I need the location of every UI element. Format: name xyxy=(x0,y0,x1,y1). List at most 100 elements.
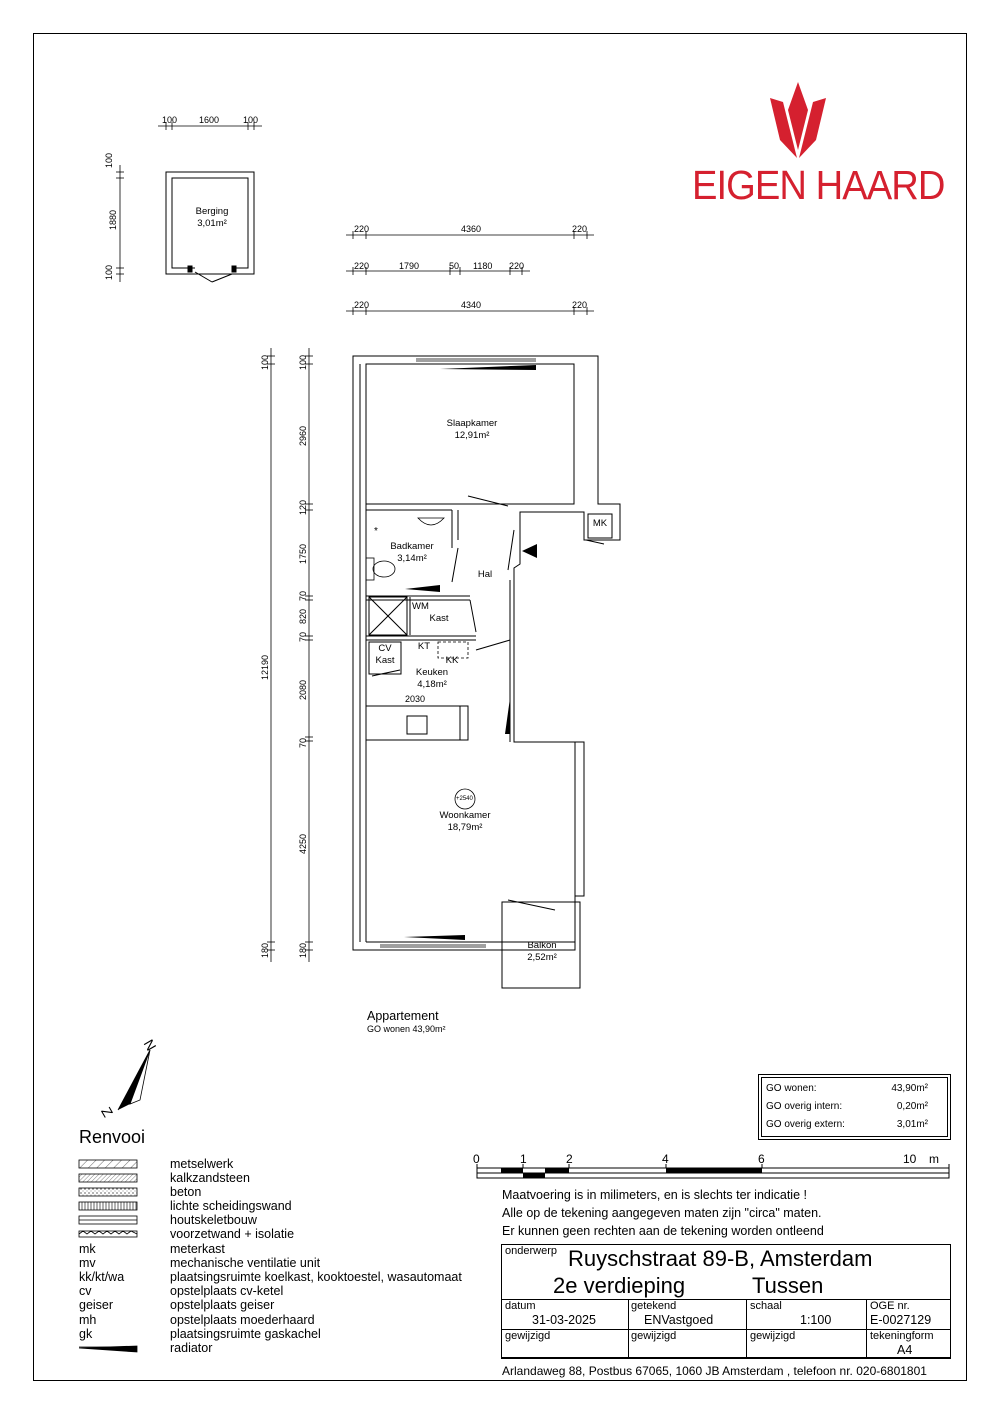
scale-label: 10 xyxy=(903,1152,917,1166)
room-label-kast: Kast xyxy=(429,613,449,624)
oge-label: OGE nr. xyxy=(870,1300,910,1312)
dim-label: 1750 xyxy=(298,543,308,564)
berging-dimension-lines xyxy=(116,122,262,282)
top-dimension-lines xyxy=(346,231,594,315)
kk-placeholder xyxy=(437,641,469,659)
dim-label: 100 xyxy=(162,115,178,125)
dim-label: 100 xyxy=(104,264,114,280)
legend-item: voorzetwand + isolatie xyxy=(170,1227,295,1241)
scale-label: 1 xyxy=(520,1152,527,1166)
dim-label: 2080 xyxy=(298,679,308,700)
dim-label: 220 xyxy=(572,300,588,310)
note: Er kunnen geen rechten aan de tekening w… xyxy=(502,1224,824,1238)
legend-item: beton xyxy=(170,1185,202,1199)
legend-item: lichte scheidingswand xyxy=(170,1199,292,1213)
dim-label: 4250 xyxy=(298,833,308,854)
project-floor: 2e verdieping xyxy=(553,1273,686,1298)
dim-label: 1880 xyxy=(108,209,118,230)
gewijzigd-label: gewijzigd xyxy=(750,1330,796,1342)
brand-name: EIGEN HAARD xyxy=(692,162,945,208)
dim-label: 220 xyxy=(572,224,588,234)
level-marker-icon xyxy=(454,788,476,810)
dim-label: 220 xyxy=(509,261,525,271)
appartement-title: Appartement xyxy=(367,1009,439,1023)
scale-label: 6 xyxy=(758,1152,765,1166)
eigen-haard-logo-icon xyxy=(770,82,826,158)
datum-label: datum xyxy=(505,1300,536,1312)
go-row: GO wonen:43,90m² xyxy=(766,1083,928,1094)
dim-label: 100 xyxy=(260,354,270,370)
getekend-value: ENVastgoed xyxy=(644,1313,714,1327)
dim-label: 1600 xyxy=(199,115,220,125)
schaal-value: 1:100 xyxy=(800,1313,832,1327)
legend-item: radiator xyxy=(170,1341,213,1355)
dim-label: 220 xyxy=(354,261,370,271)
dim-label: 100 xyxy=(104,152,114,168)
dim-label: 70 xyxy=(298,631,308,642)
dim-label: 220 xyxy=(354,300,370,310)
note: Alle op de tekening aangegeven maten zij… xyxy=(502,1206,822,1220)
project-type: Tussen xyxy=(752,1273,824,1298)
berging-plan xyxy=(165,171,255,283)
legend-symbols xyxy=(78,1159,138,1353)
oge-value: E-0027129 xyxy=(870,1313,932,1327)
dim-label: 180 xyxy=(260,942,270,958)
footer-address: Arlandaweg 88, Postbus 67065, 1060 JB Am… xyxy=(502,1364,927,1378)
dim-label: 220 xyxy=(354,224,370,234)
windows xyxy=(380,358,536,948)
gewijzigd-label: gewijzigd xyxy=(505,1330,551,1342)
legend-item: houtskeletbouw xyxy=(170,1213,257,1227)
dim-label: 70 xyxy=(298,737,308,748)
scale-label: 4 xyxy=(662,1152,669,1166)
scale-bar xyxy=(476,1164,950,1179)
dim-label: 4340 xyxy=(461,300,482,310)
appartement-go: GO wonen 43,90m² xyxy=(367,1024,446,1034)
level-marker-value: +2540 xyxy=(456,796,473,802)
side-dimension-lines xyxy=(267,348,313,962)
room-label-wm: WM xyxy=(412,601,429,612)
mv-marker: * xyxy=(374,526,378,537)
project-address: Ruyschstraat 89-B, Amsterdam xyxy=(568,1246,873,1271)
schaal-label: schaal xyxy=(750,1300,782,1312)
go-table-inner xyxy=(761,1077,948,1137)
dim-label: 180 xyxy=(298,942,308,958)
drawing-frame xyxy=(33,33,967,1381)
dim-label: 100 xyxy=(298,354,308,370)
compass-icon xyxy=(117,1049,151,1111)
dim-label: 2960 xyxy=(298,425,308,446)
dim-label: 12190 xyxy=(260,654,270,680)
go-row: GO overig extern:3,01m² xyxy=(766,1119,928,1130)
room-label-mk: MK xyxy=(592,518,608,529)
note: Maatvoering is in milimeters, en is slec… xyxy=(502,1188,807,1202)
dim-label: 4360 xyxy=(461,224,482,234)
room-label-kt: KT xyxy=(417,641,431,652)
datum-value: 31-03-2025 xyxy=(532,1313,596,1327)
dim-label: 820 xyxy=(298,608,308,624)
legend-item: kalkzandsteen xyxy=(170,1171,250,1185)
entrance-arrow-icon xyxy=(522,544,537,558)
dim-label: 1180 xyxy=(473,261,493,271)
dim-label: 100 xyxy=(243,115,259,125)
go-row: GO overig intern:0,20m² xyxy=(766,1101,928,1112)
getekend-label: getekend xyxy=(631,1300,677,1312)
go-table xyxy=(758,1074,951,1140)
dim-label: 70 xyxy=(298,590,308,601)
scale-label: 2 xyxy=(566,1152,573,1166)
title-block xyxy=(501,1244,951,1358)
tekeningform-value: A4 xyxy=(897,1343,913,1357)
apartment-walls xyxy=(352,355,621,989)
dim-label: 120 xyxy=(298,499,308,515)
